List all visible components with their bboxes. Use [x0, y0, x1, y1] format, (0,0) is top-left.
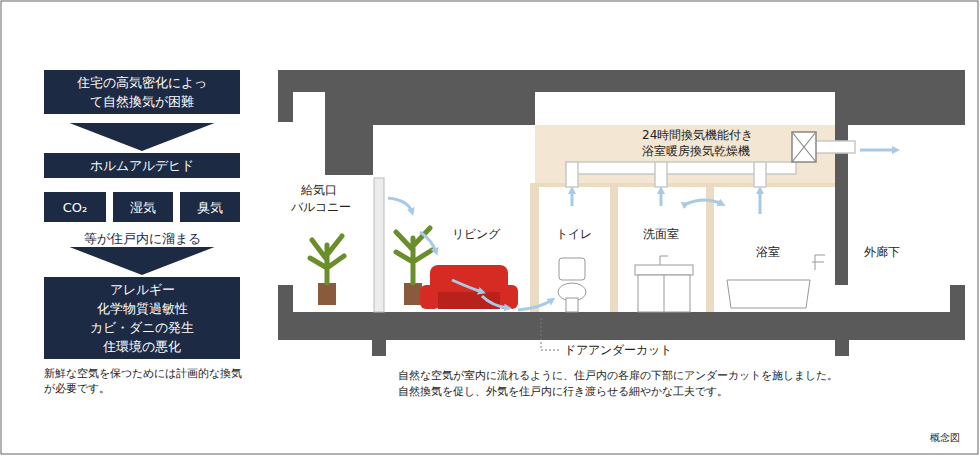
- box-text: 住宅の高気密化によって自然換気が困難: [74, 73, 210, 111]
- flow-box: ホルムアルデヒド: [44, 153, 240, 178]
- plant: [310, 228, 432, 305]
- flow-arrow: [69, 123, 214, 151]
- label: 等が住戸内に溜まる: [84, 231, 201, 247]
- label: 浴室暖房換気乾燥機: [642, 143, 750, 159]
- label: 外廊下: [864, 244, 900, 260]
- fan-unit: [792, 132, 816, 162]
- box-text: 湿気: [130, 198, 156, 217]
- label: リビング: [452, 226, 500, 242]
- washbasin: [635, 256, 693, 312]
- flow-arrow: [69, 247, 214, 275]
- label: 自然な空気が室内に流れるように、住戸内の各扉の下部にアンダーカットを施しました。: [398, 368, 838, 384]
- ceiling-board: [535, 183, 835, 187]
- box-text: CO₂: [63, 198, 88, 217]
- partition: [530, 183, 539, 312]
- label: トイレ: [556, 226, 592, 242]
- leader-line: [541, 318, 560, 350]
- fan-unit: [792, 132, 816, 162]
- label: 給気口: [301, 182, 337, 198]
- airflow-arrow: [388, 150, 896, 310]
- flow-box: CO₂: [44, 192, 106, 222]
- box-text: 臭気: [197, 198, 223, 217]
- label: 概念図: [930, 430, 960, 446]
- label: 浴室: [756, 244, 780, 260]
- label: 24時間換気機能付き: [642, 127, 753, 143]
- label: 新鮮な空気を保つためには計画的な換気が必要です。: [44, 366, 244, 396]
- ceiling-space: [535, 125, 835, 183]
- airflow-arrow: [686, 200, 722, 204]
- bathtub: [727, 255, 825, 308]
- partition: [610, 183, 618, 312]
- label: 洗面室: [643, 226, 679, 242]
- supply-pipe: [374, 178, 384, 312]
- flow-box: 住宅の高気密化によって自然換気が困難: [44, 70, 240, 114]
- box-text: ホルムアルデヒド: [90, 156, 194, 175]
- toilet: [558, 258, 586, 312]
- label: 自然換気を促し、外気を住戸内に行き渡らせる細やかな工夫です。: [398, 384, 728, 400]
- sofa: [420, 265, 518, 309]
- box-text: アレルギー 化学物質過敏性 カビ・ダニの発生 住環境の悪化: [84, 280, 200, 356]
- building-structure: [278, 70, 965, 356]
- flow-box: アレルギー 化学物質過敏性 カビ・ダニの発生 住環境の悪化: [44, 277, 240, 359]
- label: バルコニー: [289, 199, 353, 215]
- flow-box: 臭気: [180, 192, 240, 222]
- flow-box: 湿気: [113, 192, 173, 222]
- label: ドアアンダーカット: [564, 342, 672, 358]
